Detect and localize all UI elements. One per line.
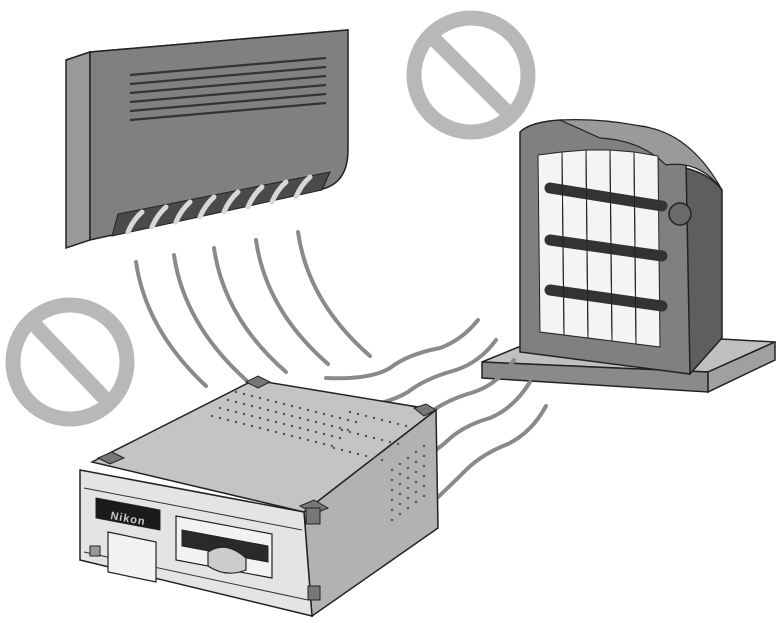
power-button[interactable]: [89, 545, 101, 557]
film-adapter-slot[interactable]: [175, 515, 273, 579]
air-conditioner: [65, 29, 349, 250]
air-flow-lines: [134, 230, 372, 388]
film-scanner: Nikon: [79, 375, 439, 618]
access-door: [107, 531, 157, 583]
prohibited-icon: [406, 10, 536, 140]
brand-label-panel: [95, 497, 161, 531]
electric-heater: [481, 119, 776, 394]
prohibited-icon: [5, 297, 135, 427]
